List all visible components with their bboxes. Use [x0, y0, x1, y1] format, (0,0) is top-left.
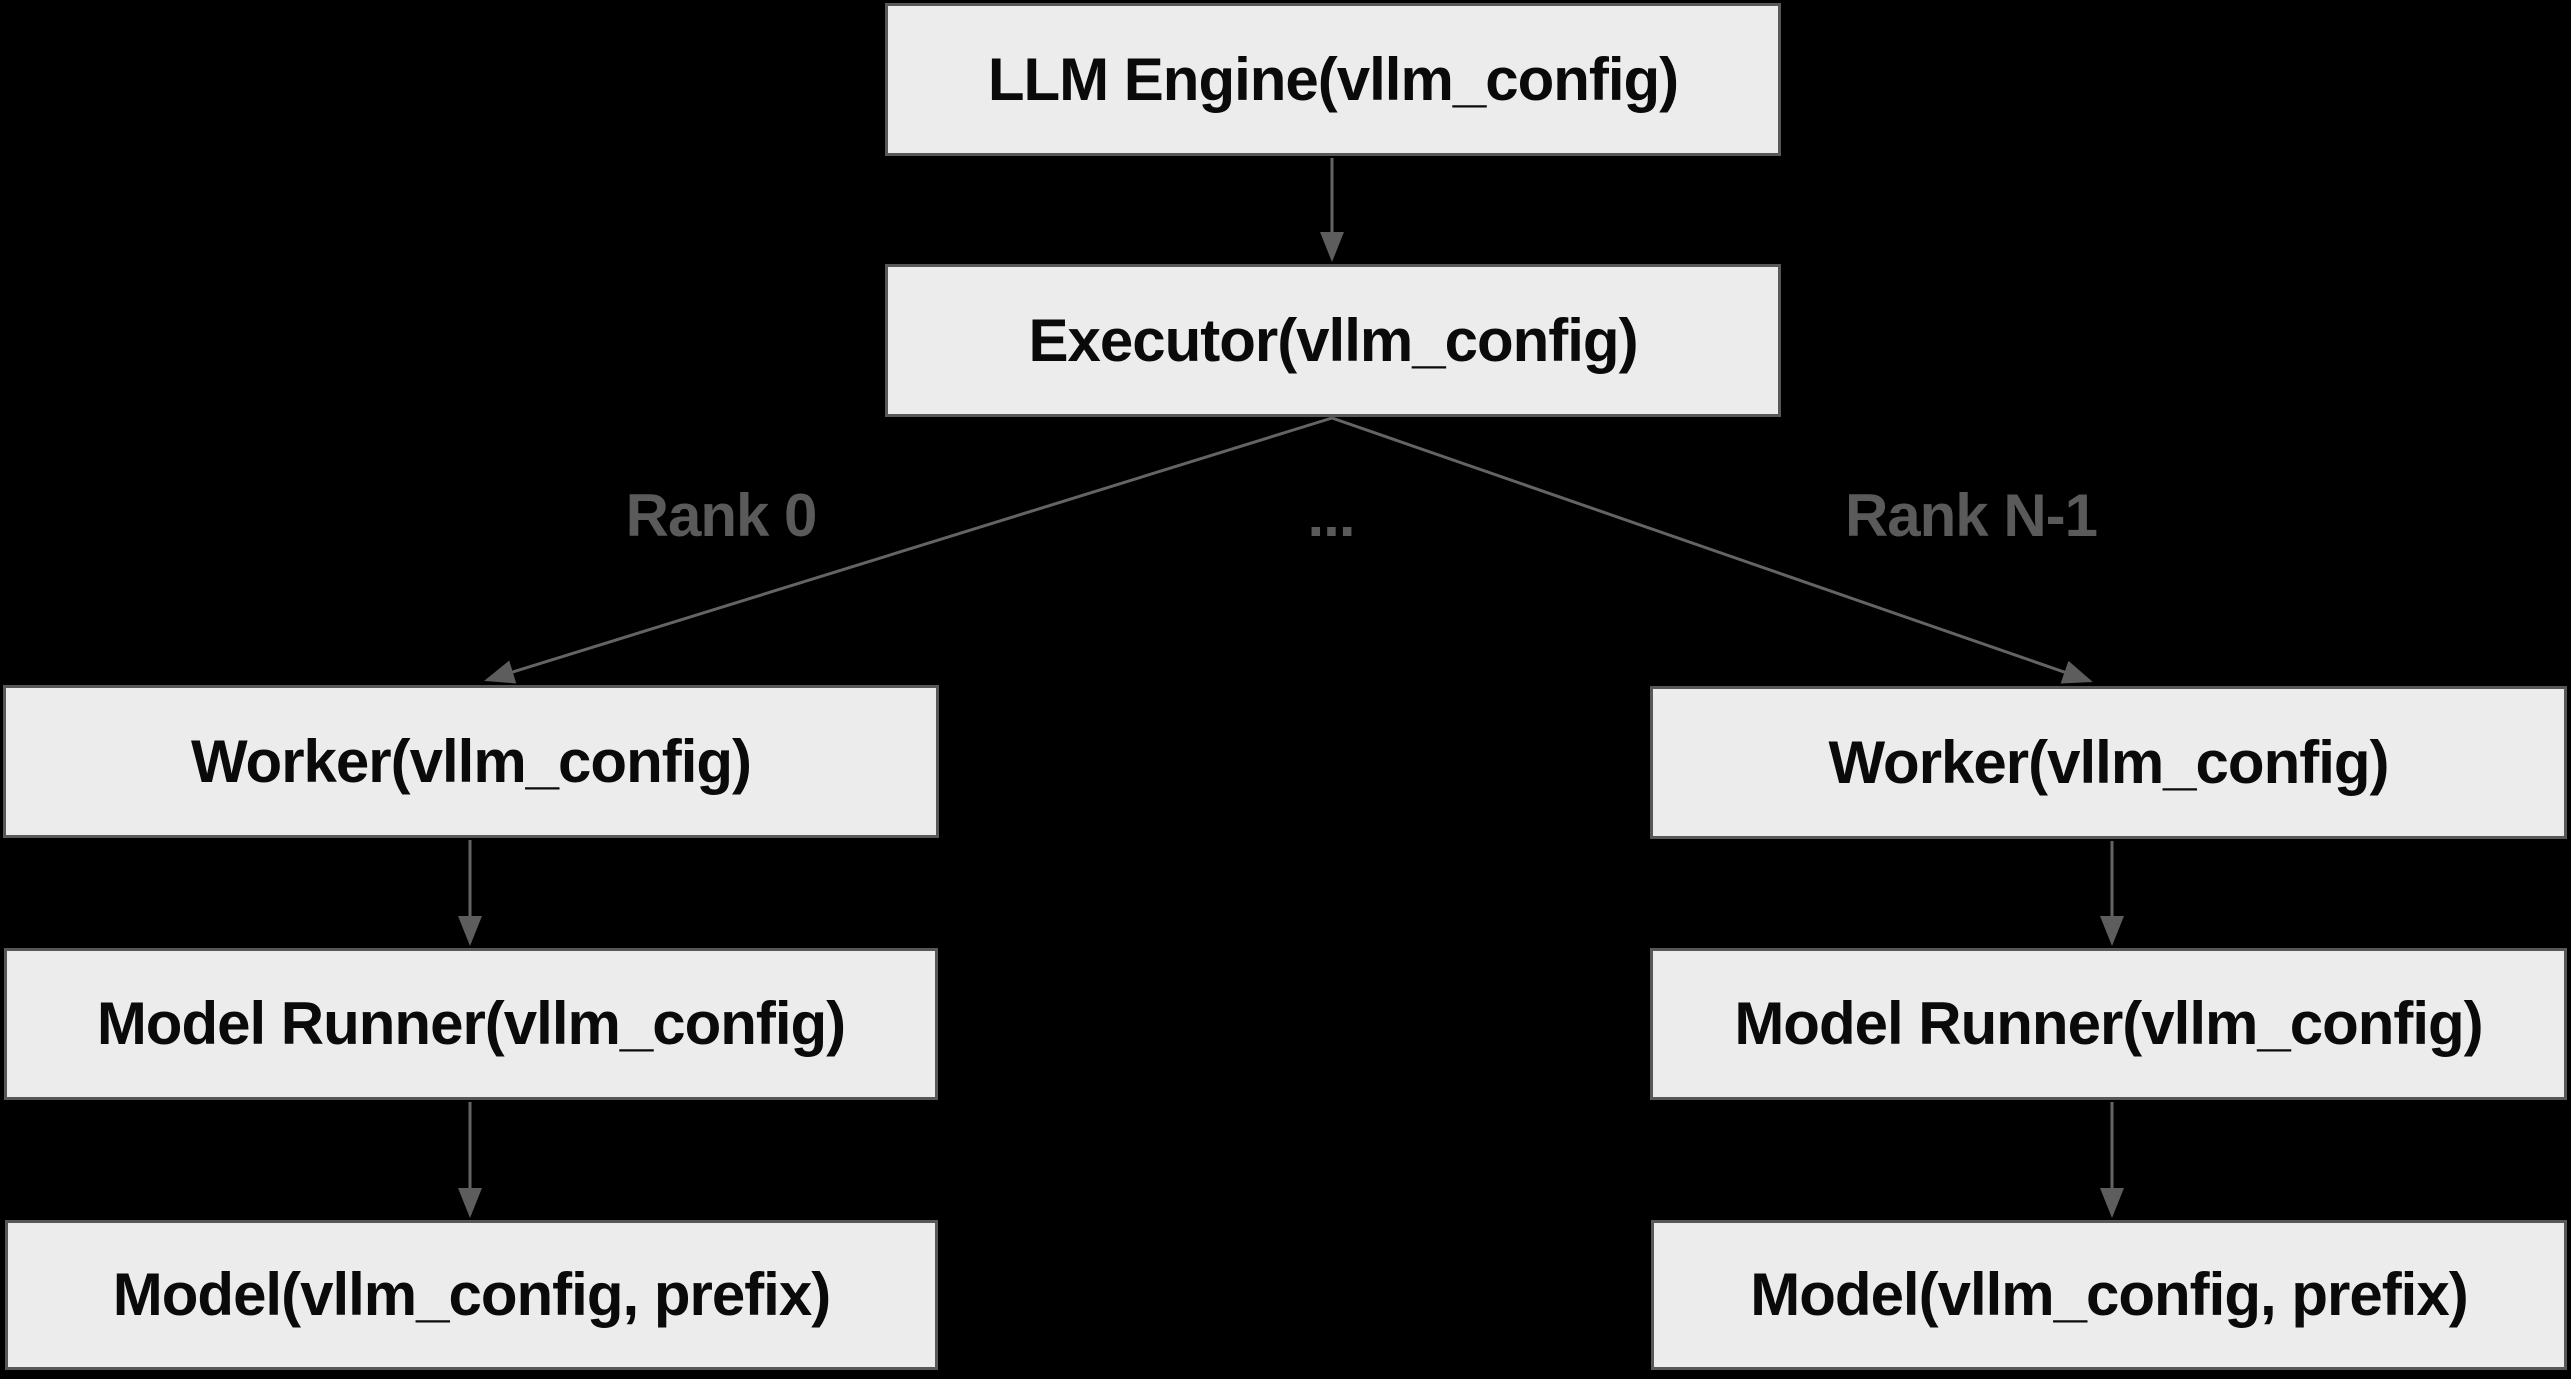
node-worker-right-label: Worker(vllm_config)	[1828, 728, 2390, 796]
node-llm-engine-label: LLM Engine(vllm_config)	[987, 45, 1679, 113]
node-model-runner-left: Model Runner(vllm_config)	[4, 948, 938, 1100]
node-worker-left-label: Worker(vllm_config)	[191, 727, 752, 795]
node-model-right: Model(vllm_config, prefix)	[1651, 1220, 2567, 1370]
edge-executor-to-worker-right	[1331, 416, 2093, 684]
node-worker-left: Worker(vllm_config)	[3, 685, 939, 838]
edge-label-ellipsis: ...	[1307, 482, 1355, 549]
node-model-runner-right-label: Model Runner(vllm_config)	[1734, 990, 2483, 1057]
edge-label-rank-0: Rank 0	[625, 482, 818, 549]
node-model-right-label: Model(vllm_config, prefix)	[1750, 1261, 2468, 1328]
node-llm-engine: LLM Engine(vllm_config)	[885, 3, 1781, 156]
node-model-runner-right: Model Runner(vllm_config)	[1650, 948, 2567, 1100]
edge-label-rank-n-1: Rank N-1	[1844, 482, 2098, 549]
node-executor-label: Executor(vllm_config)	[1028, 306, 1638, 374]
node-model-left: Model(vllm_config, prefix)	[5, 1220, 938, 1370]
node-executor: Executor(vllm_config)	[885, 264, 1781, 417]
edge-executor-to-worker-left	[484, 416, 1333, 684]
node-worker-right: Worker(vllm_config)	[1650, 686, 2567, 839]
node-model-left-label: Model(vllm_config, prefix)	[112, 1261, 831, 1328]
node-model-runner-left-label: Model Runner(vllm_config)	[96, 990, 846, 1057]
